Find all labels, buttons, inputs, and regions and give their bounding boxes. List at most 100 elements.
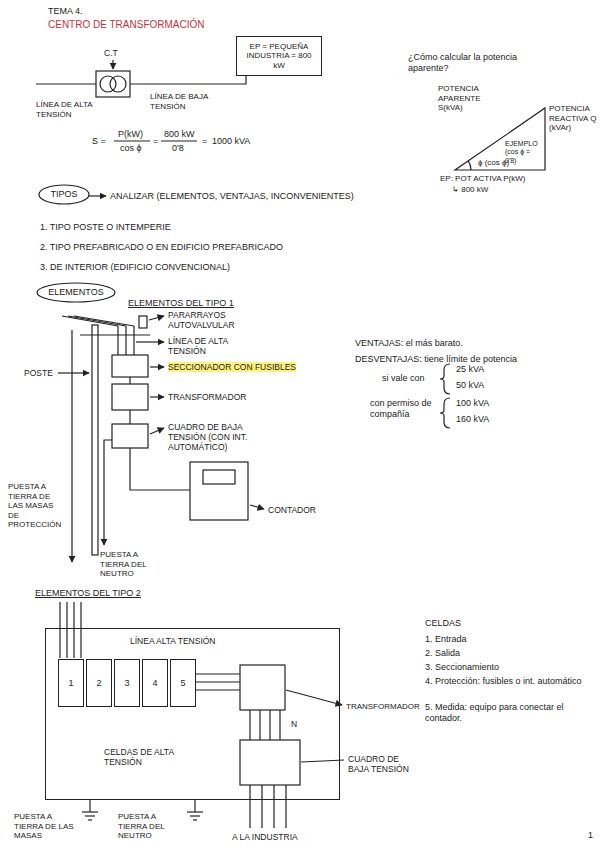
meter-display: [203, 470, 235, 484]
part-label: LÍNEA DE ALTA TENSIÓN: [168, 336, 248, 356]
line-label: LÍNEA DE BAJA TENSIÓN: [150, 92, 212, 111]
hv-enclosure: CELDAS DE ALTA TENSIÓN 1 2 3 4 5: [45, 628, 340, 800]
neutral-wire: [279, 710, 280, 740]
angle-arc: [468, 161, 471, 170]
line-label: LÍNEA ALTA TENSIÓN: [130, 636, 216, 646]
earth-label: PUESTA A TIERRA DE LAS MASAS: [14, 812, 74, 841]
fraction-bar: [114, 140, 150, 141]
node-text: 2: [96, 678, 101, 689]
leader-arrow: [286, 690, 342, 705]
node-text: 1: [68, 678, 73, 689]
list-item: 2. Salida: [425, 648, 460, 659]
pole: [92, 325, 98, 555]
list-item: 5. Medida: equipo para conectar el conta…: [425, 702, 597, 724]
transformer-symbol: [96, 71, 130, 97]
neutral-label: N: [291, 719, 297, 729]
formula-result: 1000 kVA: [212, 136, 250, 147]
formula-term: =: [153, 136, 158, 147]
section-heading: ELEMENTOS DEL TIPO 2: [35, 588, 141, 599]
leader-arrow: [136, 341, 164, 342]
hv-wire: [80, 602, 81, 658]
cell-box: 3: [114, 659, 140, 707]
page-title: CENTRO DE TRANSFORMACIÓN: [48, 19, 205, 31]
hv-wire: [59, 602, 60, 658]
triangle-side-label: POTENCIA REACTIVA Q (kVAr): [549, 104, 597, 133]
line-label: LÍNEA DE ALTA TENSIÓN: [36, 100, 96, 119]
earth-symbol: [82, 811, 98, 812]
leader-arrow: [58, 372, 89, 373]
section-oval: TIPOS: [38, 184, 90, 205]
node-text: 3: [124, 678, 129, 689]
cell-box: 1: [58, 659, 84, 707]
leader-arrow: [149, 316, 164, 320]
earth-label: PUESTA A TIERRA DEL NEUTRO: [100, 550, 164, 579]
leader-arrow: [150, 366, 164, 367]
list-item: 3. DE INTERIOR (EDIFICIO CONVENCIONAL): [40, 262, 230, 273]
wire: [196, 689, 240, 690]
fuse-disconnector: [112, 355, 148, 377]
list-item: 1. Entrada: [425, 634, 467, 645]
list-item: 2. TIPO PREFABRICADO O EN EDIFICIO PREFA…: [40, 242, 283, 253]
node-text: CELDAS DE ALTA TENSIÓN: [104, 747, 199, 767]
wire: [196, 673, 240, 674]
note-text: con permiso de compañía: [370, 398, 442, 420]
hv-wire: [133, 326, 134, 355]
note-text: DESVENTAJAS: tiene límite de potencia: [355, 354, 517, 365]
earth-symbol: [88, 819, 92, 820]
value-note: ↳ 800 kW: [452, 185, 488, 195]
page-number: 1: [588, 830, 593, 841]
angle-label: ϕ (cos ϕ): [478, 158, 509, 168]
hv-line: [36, 83, 96, 84]
output-label: A LA INDUSTRIA: [232, 832, 298, 842]
part-label: TRANSFORMADOR: [346, 702, 420, 712]
part-label: TRANSFORMADOR: [168, 392, 246, 402]
formula-term: =: [202, 136, 207, 147]
cell-box: 5: [170, 659, 196, 707]
note-text: VENTAJAS: el más barato.: [355, 338, 463, 349]
earth-symbol: [193, 819, 197, 820]
leader-line: [301, 760, 344, 762]
hv-wire: [73, 602, 74, 658]
types-note: ANALIZAR (ELEMENTOS, VENTAJAS, INCONVENI…: [110, 191, 354, 202]
earth-symbol: [190, 815, 200, 816]
earth-line: [104, 440, 112, 545]
part-label: CUADRO DE BAJA TENSIÓN (CON INT. AUTOMÁT…: [168, 422, 268, 453]
topic-number: TEMA 4.: [48, 6, 83, 17]
formula-term: S =: [92, 136, 106, 147]
lv-line: [130, 76, 246, 84]
load-box: EP = PEQUEÑA INDUSTRIA = 800 kW: [236, 36, 322, 76]
leader-arrow: [250, 505, 264, 509]
oval-line: [39, 185, 89, 204]
transformer-box: [240, 665, 285, 710]
hv-wire: [74, 316, 134, 326]
triangle-side-label: POTENCIA APARENTE S(kVA): [438, 84, 492, 113]
wire: [196, 681, 240, 682]
node-text: 4: [152, 678, 157, 689]
cell-box: 4: [142, 659, 168, 707]
node-text: EP = PEQUEÑA INDUSTRIA = 800 kW: [240, 42, 318, 71]
part-label: CUADRO DE BAJA TENSIÓN: [348, 754, 418, 774]
transformer-coil: [110, 76, 126, 92]
part-label: CONTADOR: [268, 505, 316, 515]
drawing: [36, 60, 545, 828]
hv-wire: [68, 316, 126, 326]
earth-symbol: [89, 800, 90, 812]
lv-panel-box: [240, 740, 300, 785]
node-text: 5: [180, 678, 185, 689]
output-wire: [285, 785, 286, 828]
formula-term: cos ϕ: [120, 143, 142, 154]
hv-wire: [66, 602, 67, 658]
node-text: ELEMENTOS: [48, 287, 103, 298]
power-triangle: [455, 108, 545, 170]
meter-box: [190, 462, 248, 520]
part-label: POSTE: [24, 368, 53, 378]
part-label: SECCIONADOR CON FUSIBLES: [168, 362, 296, 372]
earth-label: PUESTA A TIERRA DE LAS MASAS DE PROTECCI…: [8, 482, 64, 530]
wire: [249, 710, 250, 740]
formula-term: P(kW): [118, 129, 143, 140]
earth-symbol: [85, 815, 95, 816]
earth-symbol: [194, 800, 195, 812]
section-oval: ELEMENTOS: [36, 282, 116, 303]
